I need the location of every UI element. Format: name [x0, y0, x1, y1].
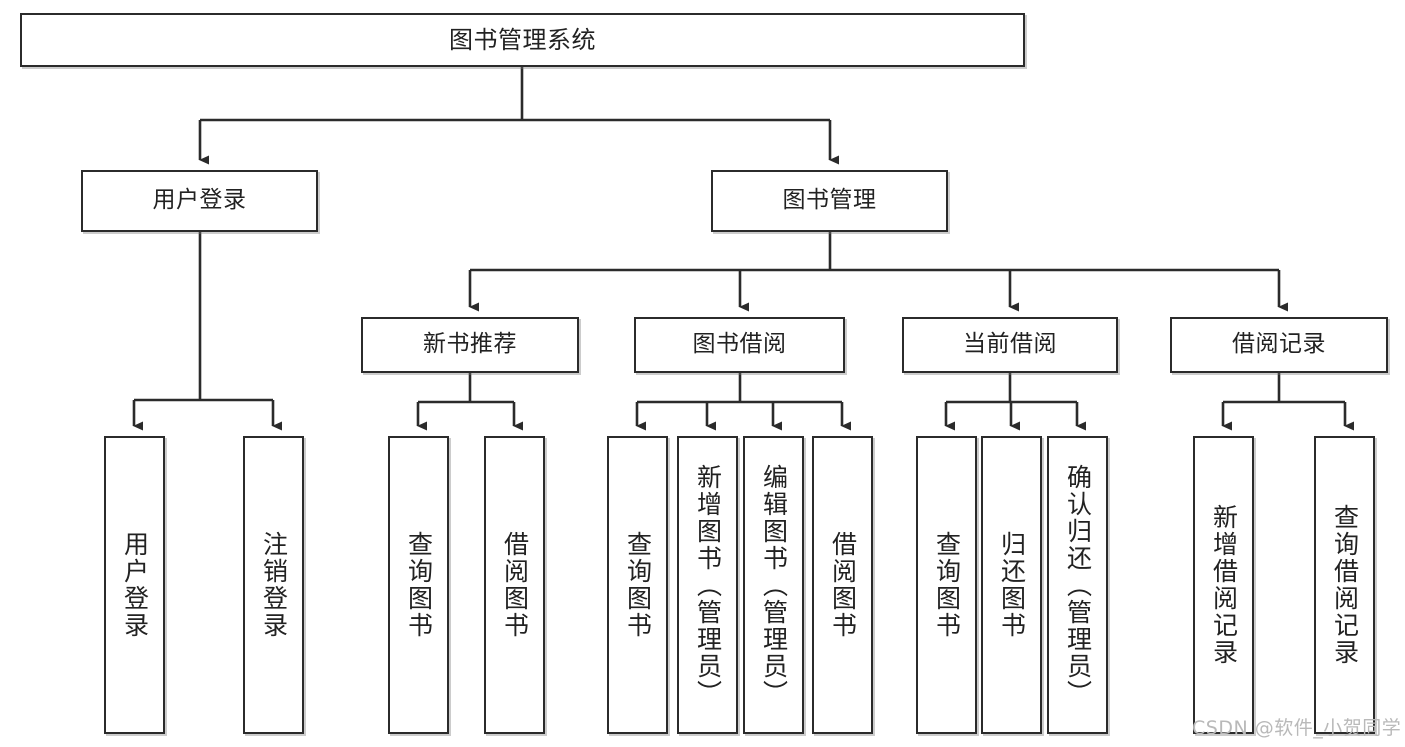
leaf-borrow-book-recommend[interactable]: 借阅图书 [484, 436, 545, 734]
leaf-return-book[interactable]: 归还图书 [981, 436, 1042, 734]
leaf-confirm-return-admin[interactable]: 确认归还（管理员） [1047, 436, 1108, 734]
node-current-borrow[interactable]: 当前借阅 [902, 317, 1118, 373]
node-label: 用户登录 [120, 531, 150, 639]
leaf-query-book-recommend[interactable]: 查询图书 [388, 436, 449, 734]
node-new-book-recommend[interactable]: 新书推荐 [361, 317, 579, 373]
leaf-query-borrow-record[interactable]: 查询借阅记录 [1314, 436, 1375, 734]
node-label: 图书管理 [782, 187, 877, 214]
node-label: 新增图书（管理员） [693, 463, 723, 707]
node-label: 用户登录 [152, 187, 247, 214]
node-book-management-system[interactable]: 图书管理系统 [20, 13, 1025, 67]
node-user-login[interactable]: 用户登录 [81, 170, 318, 232]
leaf-query-book-current[interactable]: 查询图书 [916, 436, 977, 734]
node-label: 图书借阅 [692, 331, 787, 358]
node-label: 查询借阅记录 [1330, 504, 1360, 666]
node-label: 图书管理系统 [449, 25, 596, 54]
node-label: 确认归还（管理员） [1063, 463, 1093, 707]
node-label: 编辑图书（管理员） [759, 463, 789, 707]
leaf-user-logout[interactable]: 注销登录 [243, 436, 304, 734]
leaf-user-login[interactable]: 用户登录 [104, 436, 165, 734]
leaf-add-book-admin[interactable]: 新增图书（管理员） [677, 436, 738, 734]
node-label: 新增借阅记录 [1209, 504, 1239, 666]
node-book-management[interactable]: 图书管理 [711, 170, 948, 232]
leaf-add-borrow-record[interactable]: 新增借阅记录 [1193, 436, 1254, 734]
node-label: 查询图书 [623, 531, 653, 639]
watermark-csdn: CSDN @软件_小贺同学 [1192, 717, 1402, 739]
node-label: 借阅图书 [828, 531, 858, 639]
node-label: 查询图书 [404, 531, 434, 639]
node-label: 新书推荐 [423, 331, 517, 358]
node-label: 注销登录 [259, 531, 289, 639]
node-book-borrow[interactable]: 图书借阅 [634, 317, 845, 373]
node-label: 借阅图书 [500, 531, 530, 639]
node-label: 当前借阅 [963, 331, 1057, 358]
node-label: 借阅记录 [1232, 331, 1326, 358]
node-label: 归还图书 [997, 531, 1027, 639]
leaf-borrow-book[interactable]: 借阅图书 [812, 436, 873, 734]
node-borrow-record[interactable]: 借阅记录 [1170, 317, 1388, 373]
leaf-edit-book-admin[interactable]: 编辑图书（管理员） [743, 436, 804, 734]
leaf-query-book-borrow[interactable]: 查询图书 [607, 436, 668, 734]
node-label: 查询图书 [932, 531, 962, 639]
